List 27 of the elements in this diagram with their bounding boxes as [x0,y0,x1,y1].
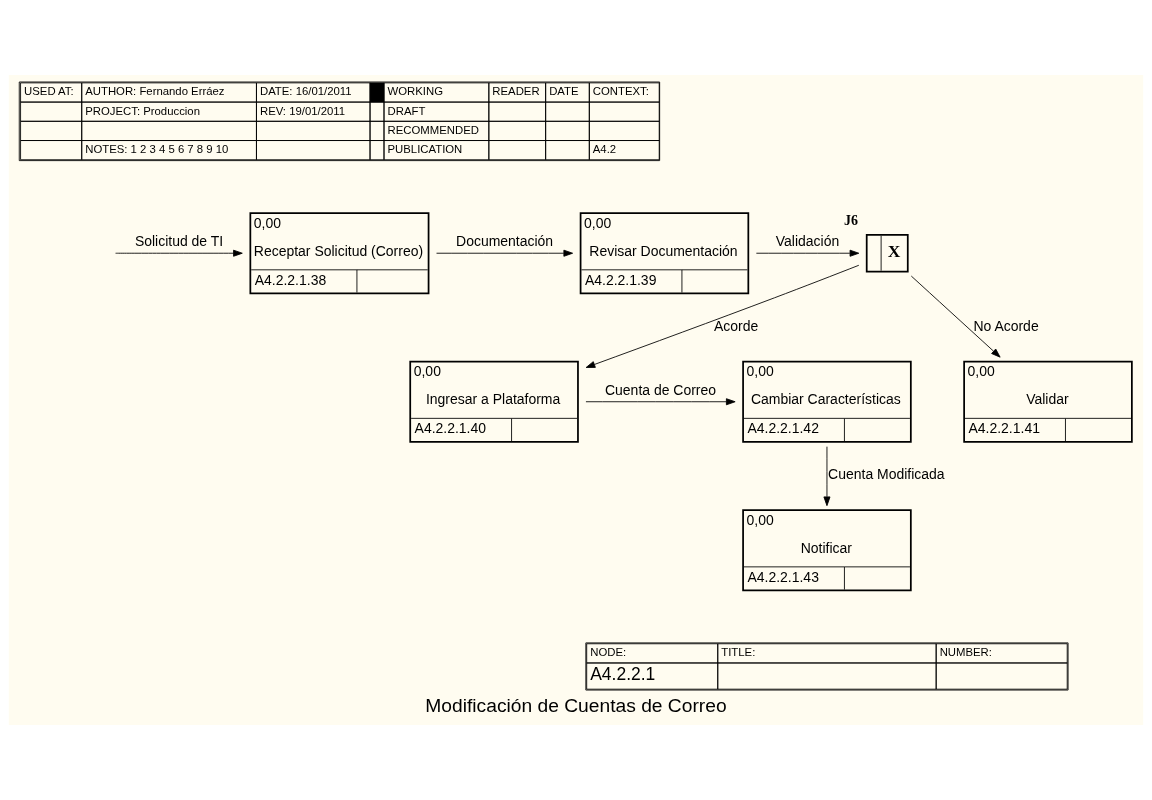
label: PUBLICATION [387,143,463,156]
label: TITLE: [721,646,756,659]
edge-label: Acorde [713,317,759,334]
label: USED AT: [24,85,74,98]
label: DATE: 16/01/2011 [259,85,352,98]
label: CONTEXT: [592,85,649,98]
label: NODE: [590,646,627,659]
label: NOTES: 1 2 3 4 5 6 7 8 9 10 [85,143,229,156]
label: PROJECT: Produccion [85,104,200,117]
diagram-title: Modificación de Cuentas de Correo [425,695,727,717]
label: A4.2 [592,143,617,156]
label: AUTHOR: Fernando Erráez [85,85,225,98]
edge-label: Cuenta Modificada [828,466,945,483]
edge-label: Cuenta de Correo [605,381,717,398]
label: READER [492,85,540,98]
node-label: J6 [843,213,858,229]
edge-label: No Acorde [973,317,1039,334]
label: WORKING [387,85,443,98]
label: DRAFT [387,104,426,117]
label: A4.2.2.1 [590,664,656,685]
edge-label: Solicitud de TI [134,233,224,250]
label: REV: 19/01/2011 [259,104,346,117]
edge-label: Validación [775,233,840,250]
label: NUMBER: [939,646,992,659]
edge-label: Documentación [456,233,554,250]
label: DATE [549,85,579,98]
label: RECOMMENDED [387,123,479,136]
